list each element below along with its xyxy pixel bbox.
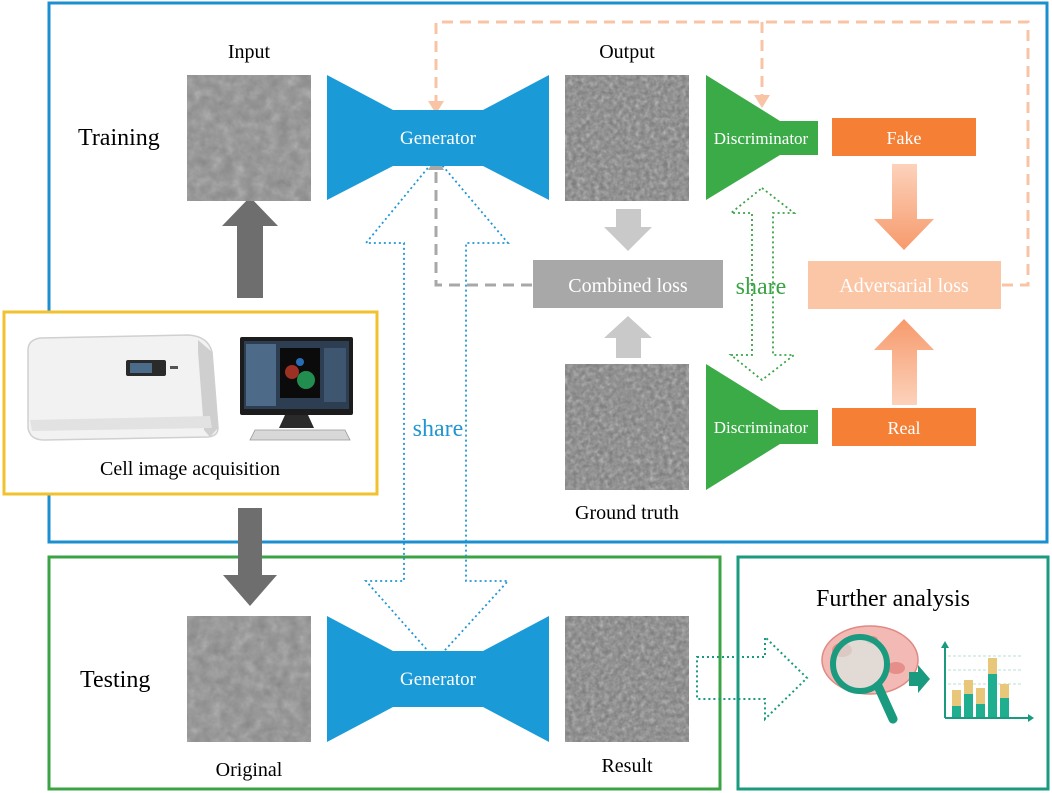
result-cell-image xyxy=(565,616,689,742)
real-box xyxy=(832,408,976,446)
arrow-acquisition-to-original xyxy=(223,508,277,606)
adversarial-feedback-dashed-line xyxy=(434,20,1030,287)
arrow-acquisition-to-input xyxy=(222,197,278,298)
original-cell-image xyxy=(187,616,311,742)
ground-truth-label: Ground truth xyxy=(575,502,679,524)
testing-label: Testing xyxy=(80,667,150,693)
imaging-instrument-icon xyxy=(27,334,219,441)
analysis-arrow-icon xyxy=(909,665,930,693)
discriminator-top-label: Discriminator xyxy=(714,129,809,148)
combined-loss-label: Combined loss xyxy=(568,275,688,297)
output-cell-image xyxy=(565,75,689,201)
result-label: Result xyxy=(601,755,653,777)
input-label: Input xyxy=(228,41,271,63)
fake-label: Fake xyxy=(887,128,922,148)
discriminator-bottom-label: Discriminator xyxy=(714,418,809,437)
output-label: Output xyxy=(599,41,655,63)
discriminator-top-shape xyxy=(706,75,818,200)
bar-chart-icon xyxy=(941,641,1034,722)
real-label: Real xyxy=(888,418,921,438)
arrow-real-to-adversarial-loss xyxy=(874,319,934,405)
original-label: Original xyxy=(216,759,283,781)
arrowhead-to-generator xyxy=(428,101,444,114)
combined-loss-box xyxy=(533,260,723,308)
further-analysis-frame xyxy=(736,555,1050,791)
arrowhead-to-discriminator xyxy=(754,95,770,108)
input-cell-image xyxy=(187,75,311,201)
training-label: Training xyxy=(78,125,160,151)
generator-testing-shape xyxy=(327,616,549,742)
further-analysis-label: Further analysis xyxy=(816,586,970,612)
generator-training-shape xyxy=(327,75,549,200)
arrow-output-to-combined-loss xyxy=(604,209,652,251)
share-discriminator-double-arrow xyxy=(728,186,797,382)
share-generator-label: share xyxy=(413,416,464,442)
training-frame xyxy=(47,1,1049,544)
discriminator-bottom-shape xyxy=(706,364,818,490)
generator-testing-label: Generator xyxy=(400,669,477,690)
testing-frame xyxy=(47,555,722,791)
generator-training-label: Generator xyxy=(400,128,477,149)
adversarial-loss-box xyxy=(808,261,1001,309)
to-analysis-dotted-arrow xyxy=(696,634,809,722)
fake-box xyxy=(832,118,976,156)
adversarial-loss-label: Adversarial loss xyxy=(839,275,969,297)
combined-loss-feedback-dashed-line xyxy=(434,168,532,287)
arrow-fake-to-adversarial-loss xyxy=(874,164,934,250)
cell-magnifier-icon xyxy=(821,625,919,724)
cell-image-acquisition-label: Cell image acquisition xyxy=(100,458,280,480)
arrow-ground-truth-to-combined-loss xyxy=(604,316,652,358)
ground-truth-cell-image xyxy=(565,364,689,490)
computer-monitor-icon xyxy=(240,337,353,441)
share-discriminator-label: share xyxy=(736,274,787,300)
